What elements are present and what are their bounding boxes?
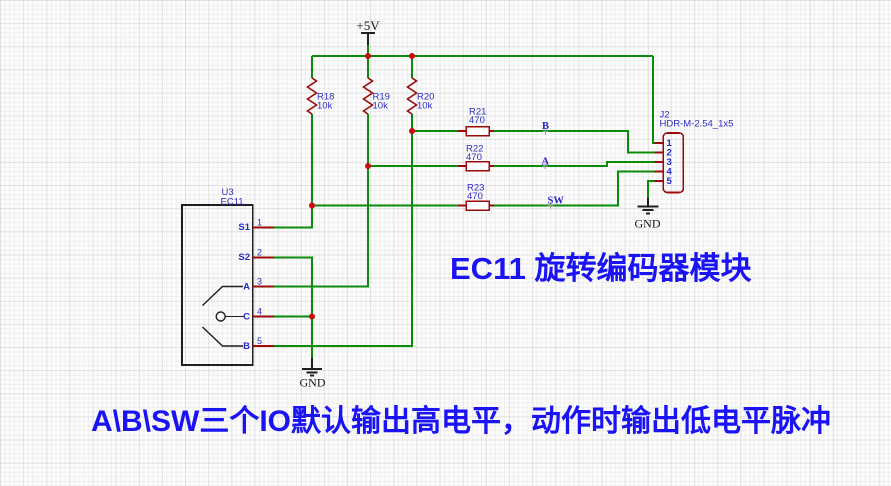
encoder-pin-name-s1: S1 [238, 222, 250, 233]
connector-pin-num-4: 4 [667, 167, 673, 178]
wire-net-sw-right[interactable] [494, 170, 655, 207]
encoder-pin-name-c: C [243, 312, 250, 323]
resistor-r21[interactable]: R21 470 [458, 107, 494, 137]
encoder-pin-num-1: 1 [257, 218, 262, 228]
net-anchor-cross [542, 128, 549, 135]
wire-net-a-left[interactable] [274, 165, 458, 288]
wire-j2-pin5-gnd[interactable] [647, 180, 655, 199]
encoder-pin-num-5: 5 [257, 336, 262, 346]
vcc-label: +5V [356, 18, 380, 33]
resistor-ref: R22 [466, 144, 483, 155]
connector-j2[interactable]: J2 HDR-M-2.54_1x5 1 2 3 4 5 [654, 110, 734, 194]
junction-dot [365, 163, 371, 169]
encoder-pin-name-b: B [243, 341, 250, 352]
resistor-ref: R21 [469, 107, 486, 118]
connector-pin-num-2: 2 [667, 148, 672, 159]
gnd-bars [302, 368, 322, 377]
schematic-caption-annotation: A\B\SW三个IO默认输出高电平，动作时输出低电平脉冲 [91, 405, 831, 438]
resistor-ref: R20 [417, 92, 434, 103]
encoder-common-contact [215, 311, 226, 322]
encoder-wiper-b [202, 326, 243, 347]
resistor-zigzag [406, 77, 418, 115]
gnd-label: GND [635, 217, 661, 231]
connector-pin-num-1: 1 [667, 138, 673, 149]
resistor-body [465, 200, 491, 211]
resistor-body [465, 125, 491, 137]
resistor-body [465, 160, 491, 172]
connector-ref: J2 [660, 110, 670, 121]
resistor-value: 470 [469, 115, 485, 126]
resistor-value: 10k [417, 101, 433, 112]
schematic-title-annotation: EC11 旋转编码器模块 [450, 251, 751, 286]
encoder-ref: U3 [222, 187, 234, 198]
vcc-symbol[interactable]: +5V [356, 18, 380, 45]
encoder-pin-num-2: 2 [257, 248, 262, 258]
net-label-b[interactable]: B [542, 121, 549, 132]
encoder-pin-stubs [252, 226, 274, 347]
encoder-value: EC11 [221, 197, 244, 208]
wire-gnd-s2[interactable] [274, 256, 313, 360]
resistor-value: 10k [317, 101, 333, 112]
encoder-body [181, 204, 254, 366]
resistor-value: 10k [373, 101, 389, 112]
resistor-zigzag [362, 77, 374, 115]
encoder-pin-name-s2: S2 [238, 252, 250, 263]
resistor-ref: R18 [317, 92, 334, 103]
encoder-pin-num-4: 4 [257, 307, 262, 317]
encoder-u3[interactable]: U3 EC11 S1 S2 A C B 1 2 3 4 5 [181, 187, 274, 366]
junction-dot [309, 202, 315, 209]
wire-net-b-right[interactable] [494, 130, 655, 154]
net-label-a[interactable]: A [542, 157, 550, 168]
gnd-symbol-u3[interactable]: GND [300, 358, 326, 390]
resistor-ref: R19 [373, 92, 390, 103]
junction-dots [309, 53, 415, 320]
resistor-r20[interactable]: R20 10k [406, 77, 435, 115]
junction-dot [365, 53, 371, 59]
wire-net-sw-left[interactable] [274, 204, 458, 229]
net-labels: B A SW [542, 121, 565, 209]
wire-net-b-left[interactable] [274, 130, 458, 347]
encoder-pin-num-3: 3 [257, 277, 262, 287]
net-anchor-cross [542, 163, 548, 169]
resistor-r23[interactable]: R23 470 [458, 183, 494, 211]
connector-pin-num-5: 5 [667, 176, 673, 187]
gnd-label: GND [300, 376, 326, 390]
gnd-symbol-j2[interactable]: GND [635, 198, 661, 231]
resistor-r22[interactable]: R22 470 [458, 144, 494, 172]
resistor-value: 470 [467, 191, 483, 202]
wire-net-a-right[interactable] [494, 161, 655, 167]
junction-dot [309, 313, 315, 320]
junction-dot [409, 53, 415, 59]
encoder-wiper-a [202, 285, 243, 307]
resistor-zigzag [306, 77, 318, 115]
connector-pin-num-3: 3 [667, 157, 672, 168]
vcc-bar [361, 32, 375, 45]
connector-pin-stubs [654, 142, 664, 182]
resistor-value: 470 [466, 152, 482, 163]
resistor-ref: R23 [467, 183, 484, 194]
net-label-sw[interactable]: SW [548, 196, 565, 207]
connector-value: HDR-M-2.54_1x5 [660, 119, 734, 130]
wire-5v-to-j2-pin1[interactable] [652, 56, 655, 144]
junction-dot [409, 128, 415, 134]
wires [274, 44, 655, 359]
resistor-r19[interactable]: R19 10k [362, 77, 390, 115]
resistor-r18[interactable]: R18 10k [306, 77, 335, 115]
gnd-bars [637, 205, 659, 215]
encoder-pin-name-a: A [243, 282, 250, 293]
net-anchor-cross [547, 202, 554, 209]
